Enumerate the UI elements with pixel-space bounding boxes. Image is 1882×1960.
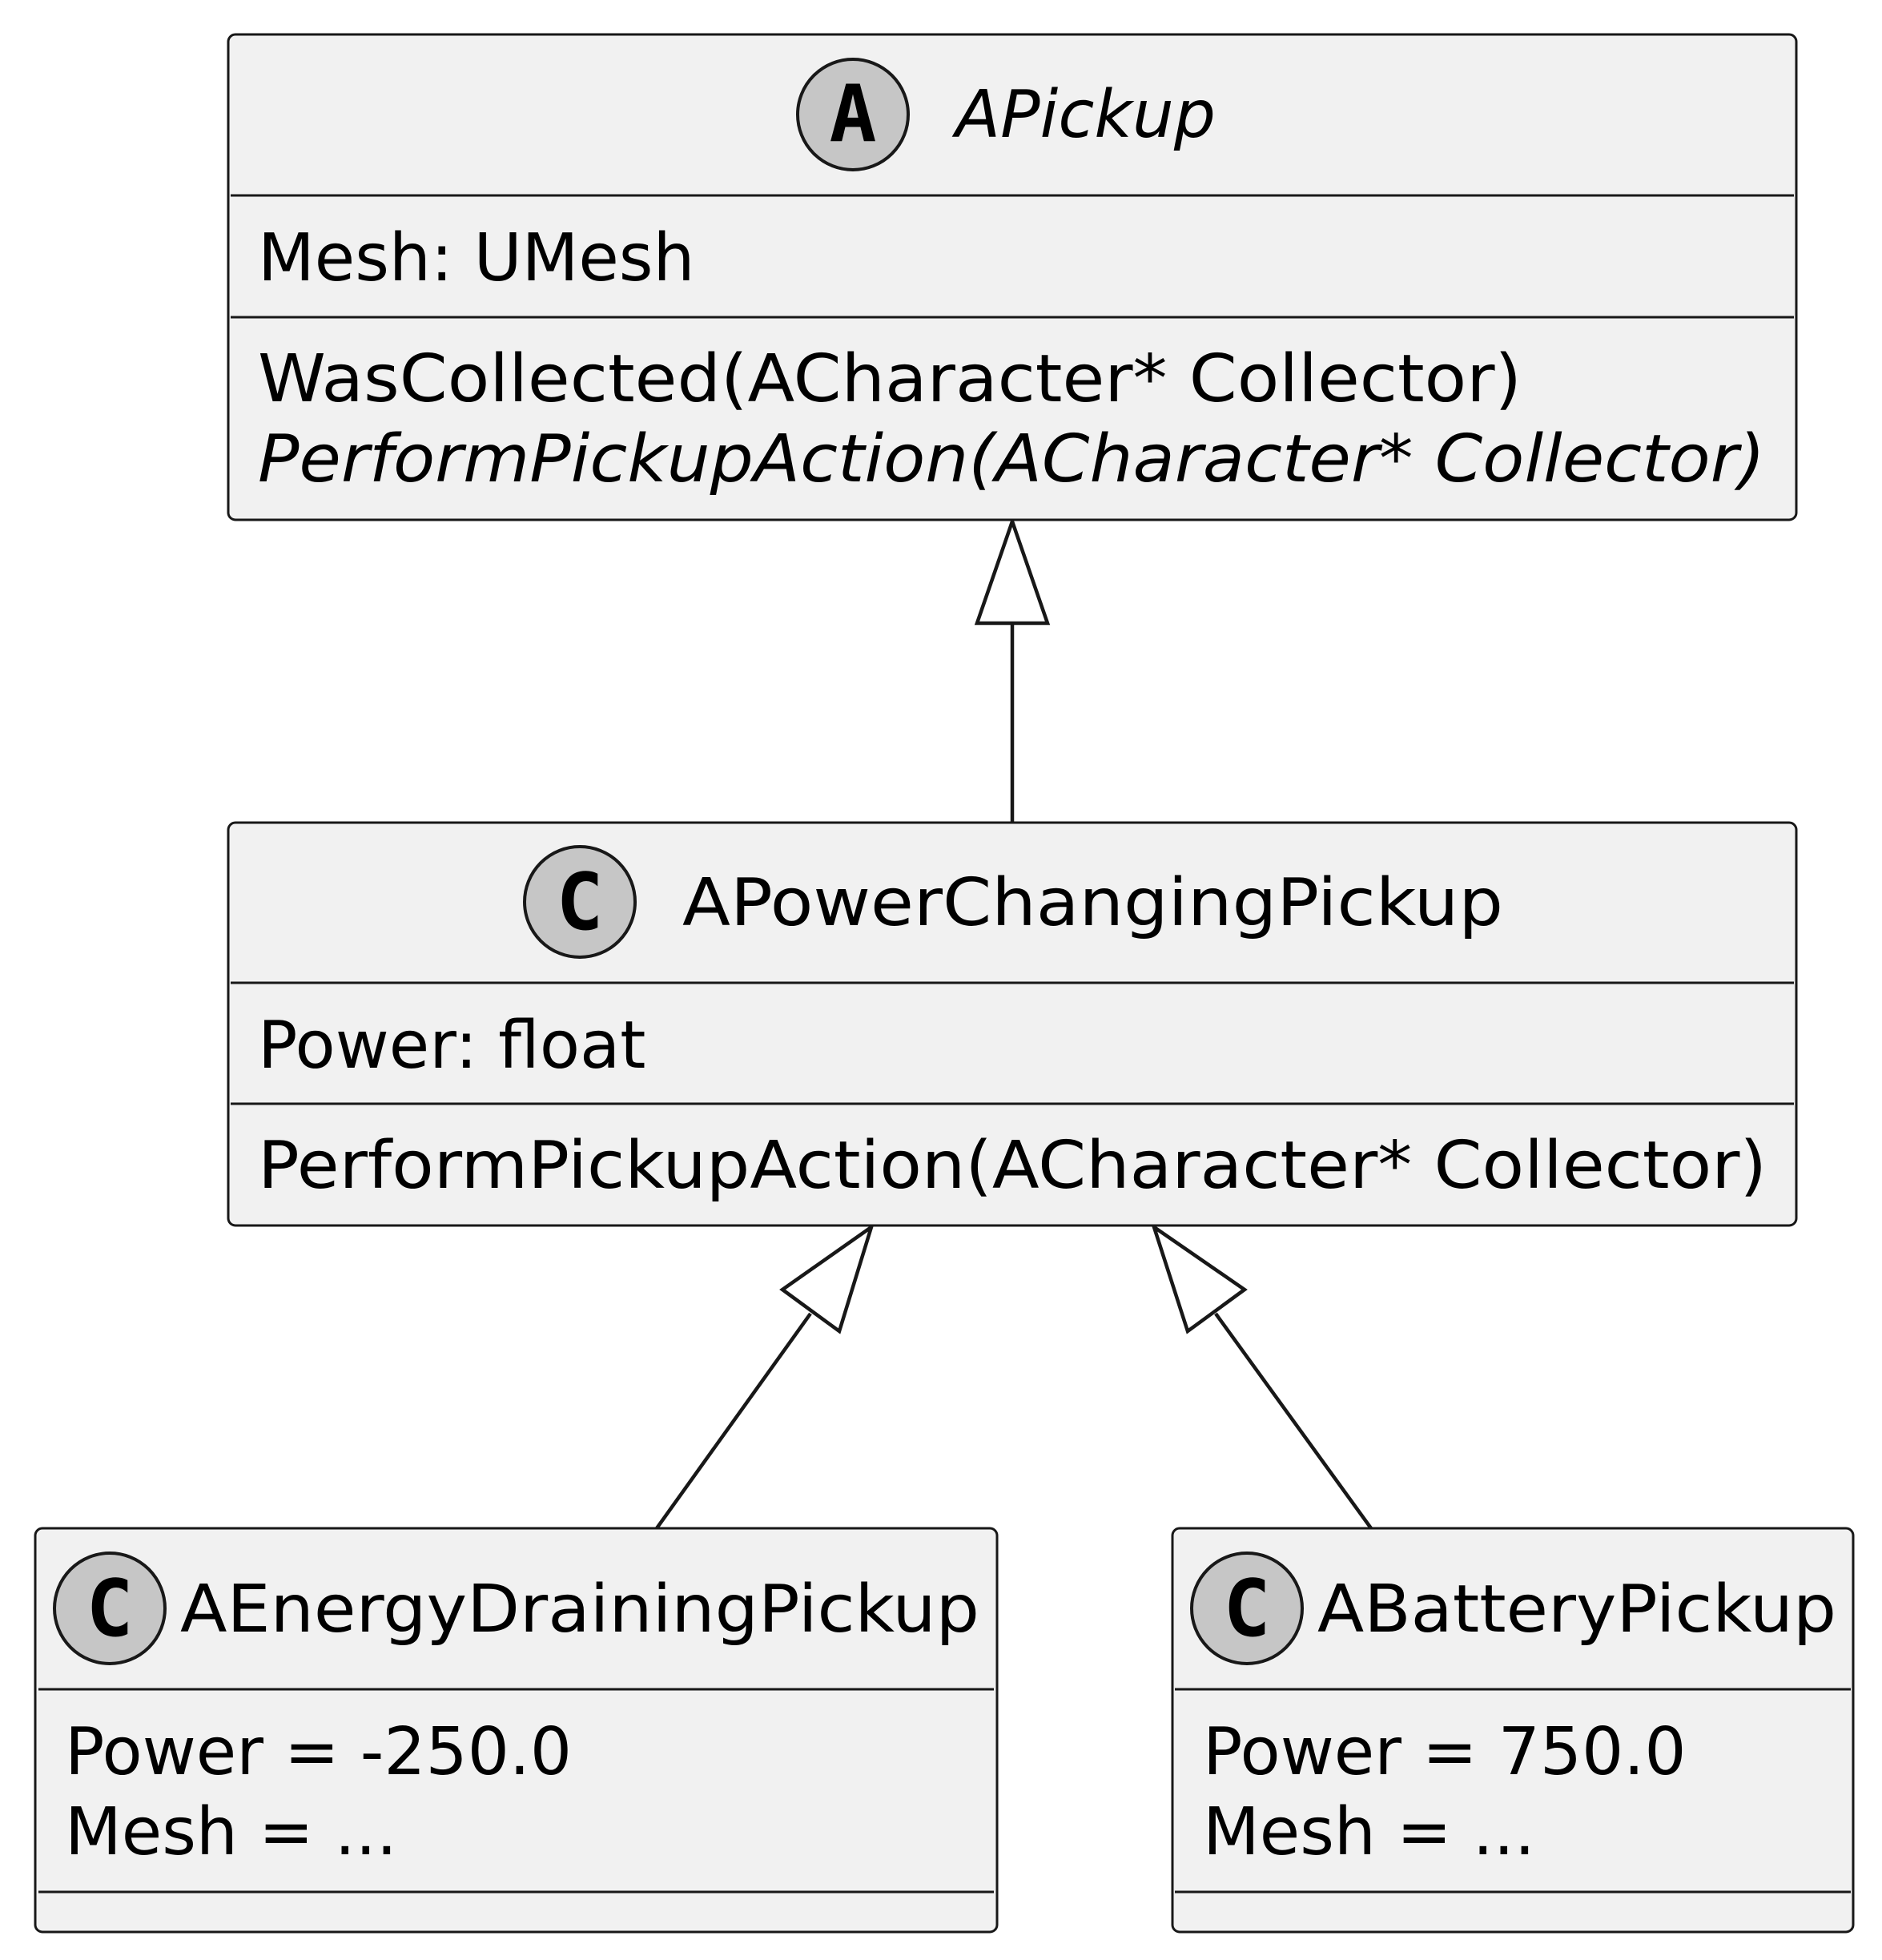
class-stereotype-letter: C (86, 1564, 133, 1655)
class-name: ABatteryPickup (1317, 1572, 1836, 1648)
field: Mesh: UMesh (258, 220, 695, 296)
field: Power = 750.0 (1203, 1714, 1687, 1790)
abstract-method: PerformPickupAction(ACharacter* Collecto… (258, 421, 1765, 497)
class-icon (1190, 1551, 1304, 1665)
field: Mesh = ... (65, 1794, 397, 1870)
class-name: AEnergyDrainingPickup (180, 1572, 979, 1648)
class-box (1171, 1527, 1855, 1934)
class-icon (53, 1551, 167, 1665)
method: WasCollected(ACharacter* Collector) (258, 341, 1522, 417)
inheritance-arrowhead (779, 1222, 875, 1334)
abstract-class-icon (796, 58, 910, 171)
class-name: APickup (951, 77, 1216, 153)
class-abatterypickup: C ABatteryPickup Power = 750.0 Mesh = ..… (1171, 1527, 1855, 1934)
class-stereotype-letter: C (1223, 1564, 1270, 1655)
class-aenergydrainingpickup: C AEnergyDrainingPickup Power = -250.0 M… (34, 1527, 999, 1934)
field: Mesh = ... (1203, 1794, 1535, 1870)
class-apowerchangingpickup: C APowerChangingPickup Power: float Perf… (227, 821, 1798, 1227)
inheritance-arrowhead (974, 516, 1051, 626)
class-icon (523, 845, 637, 959)
class-apickup: A APickup Mesh: UMesh WasCollected(AChar… (227, 33, 1798, 521)
class-box (34, 1527, 999, 1934)
class-stereotype-letter: C (556, 857, 603, 948)
class-box (227, 33, 1798, 521)
edge-battery-to-powerchanging (1214, 1312, 1373, 1530)
method: PerformPickupAction(ACharacter* Collecto… (258, 1128, 1767, 1204)
field: Power = -250.0 (65, 1714, 572, 1790)
edge-energydraining-to-powerchanging (655, 1312, 812, 1530)
inheritance-arrowhead (1150, 1222, 1248, 1334)
class-name: APowerChangingPickup (682, 865, 1503, 941)
abstract-stereotype-letter: A (829, 69, 876, 160)
field: Power: float (258, 1008, 645, 1084)
inheritance-edges (655, 516, 1373, 1530)
